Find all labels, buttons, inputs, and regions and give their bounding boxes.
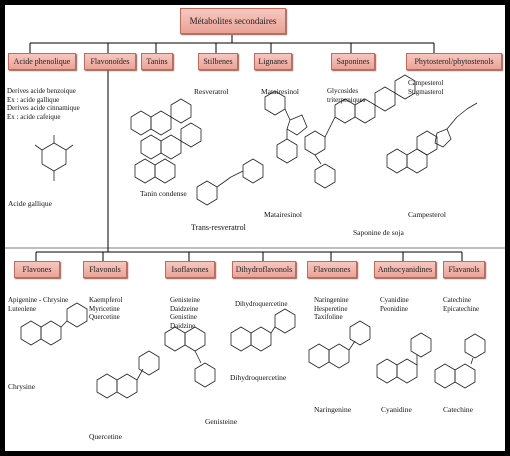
flavones-item: Apigenine - Chrysine [8,296,69,304]
saponine-structure [304,74,416,189]
node-label: Dihydroflavonols [235,265,293,274]
diagram-frame: Métabolites secondaires Acide phenolique… [5,5,505,451]
chrysine-structure [20,302,88,346]
flavonols-list: Kaempferol Myricetine Quercetine [89,296,122,322]
node-lignanes: Lignanes [254,53,292,70]
chrysine-caption: Chrysine [8,382,36,391]
node-stilbenes: Stilbenes [198,53,238,70]
dihydroquercetine-structure [230,308,296,352]
trans-resveratrol-structure [196,158,264,206]
flavonols-item: Quercetine [89,313,120,321]
node-label: Lignanes [258,57,288,66]
flavonols-item: Kaempferol [89,296,123,304]
node-label: Flavones [22,265,52,274]
trans-resveratrol-caption: Trans-resveratrol [191,223,246,232]
matairesinol-top-label: Matairesinol [261,87,299,96]
connector-lines [5,35,505,399]
genisteine-caption: Genisteine [205,417,238,426]
dihydro-list: Dihydroquercetine [235,300,287,309]
acide-gallique-structure [34,135,74,181]
naringenine-structure [308,320,371,369]
node-flavonones: Flavonones [307,261,357,278]
node-label: Saponines [336,57,370,66]
title-box: Métabolites secondaires [180,8,286,34]
node-label: Flavanols [448,265,480,274]
glycosides-line: triterpeniques [327,95,366,104]
node-label: Flavonoïdes [90,57,130,66]
saponine-caption: Saponine de soja [353,228,404,237]
phyto-item: Stigmasterol [408,87,444,96]
campesterol-structure [386,102,478,174]
matairesinol-bottom-caption: Matairesinol [264,210,302,219]
node-isoflavones: Isoflavones [165,261,215,278]
glycosides-line: Glycosides [327,87,359,95]
node-dihydroflavonols: Dihydroflavonols [232,261,296,278]
quercetine-structure [96,350,160,399]
flavones-list: Apigenine - Chrysine Luteolene [8,296,68,313]
flavonones-item: Taxifoline [314,313,343,321]
isoflavones-item: Daidzine [170,321,196,330]
phenol-item: Ex : acide gallique [7,95,60,104]
naringenine-caption: Naringenine [314,405,352,414]
catechine-caption: Catechine [443,405,473,414]
catechine-structure [434,333,486,389]
flavonones-list: Naringenine Hesperetine Taxifoline [314,296,349,322]
antho-list: Cyanidine Peonidine [380,296,409,313]
cyanidine-structure [376,332,432,384]
node-tanins: Tanins [141,53,173,70]
flavanols-list: Catechine Epicatechine [443,296,479,313]
node-label: Isoflavones [171,265,209,274]
glycosides-label: Glycosides triterpeniques [327,87,366,104]
flavones-item: Luteolene [8,304,36,313]
flavonones-item: Hesperetine [314,304,348,313]
tanin-condense-caption: Tanin condense [140,189,187,198]
phenol-item: Derives acide benzoique [7,87,76,95]
node-label: Flavonols [89,265,121,274]
tanin-condense-structure [130,98,202,184]
flavonones-item: Naringenine [314,296,349,304]
node-flavanols: Flavanols [443,261,485,278]
isoflavones-item: Genistine [170,313,197,321]
node-label: Phytosterol/phytostenols [414,57,494,66]
acide-gallique-caption: Acide gallique [8,199,52,208]
node-label: Stilbenes [203,57,233,66]
isoflavones-list: Genisteine Daidzeine Genistine Daidzine [170,296,200,330]
node-label: Flavonones [313,265,351,274]
phenol-item: Ex : acide cafeique [7,112,61,121]
isoflavones-item: Daidzeine [170,304,199,313]
phyto-item: Campesterol [408,79,444,87]
node-saponines: Saponines [331,53,375,70]
node-phytosterols: Phytosterol/phytostenols [406,53,502,70]
node-flavones: Flavones [14,261,60,278]
dihydroquercetine-caption: Dihydroquercetine [230,373,287,382]
node-label: Anthocyanidines [377,265,433,274]
matairesinol-structure [264,90,308,164]
phenol-item: Derives acide cinnamique [7,104,80,112]
node-flavonols: Flavonols [83,261,127,278]
isoflavones-item: Genisteine [170,296,200,304]
genisteine-structure [164,326,216,388]
node-acide-phenolique: Acide phenolique [8,53,76,70]
phenol-list: Derives acide benzoique Ex : acide galli… [7,87,80,121]
dihydro-item: Dihydroquercetine [235,300,288,308]
resveratrol-label: Resveratrol [194,87,229,96]
node-anthocyanidines: Anthocyanidines [374,261,436,278]
flavanols-item: Epicatechine [443,304,480,313]
node-label: Tanins [146,57,168,66]
quercetine-caption: Quercetine [89,432,122,441]
campesterol-caption: Campesterol [408,210,446,219]
phyto-list: Campesterol Stigmasterol [408,79,443,96]
antho-item: Peonidine [380,304,408,313]
cyanidine-caption: Cyanidine [381,405,412,414]
node-label: Acide phenolique [13,57,71,66]
antho-item: Cyanidine [380,296,409,304]
node-flavonoides: Flavonoïdes [84,53,136,70]
diagram-title: Métabolites secondaires [189,16,277,26]
flavanols-item: Catechine [443,296,471,304]
flavonols-item: Myricetine [89,304,120,313]
